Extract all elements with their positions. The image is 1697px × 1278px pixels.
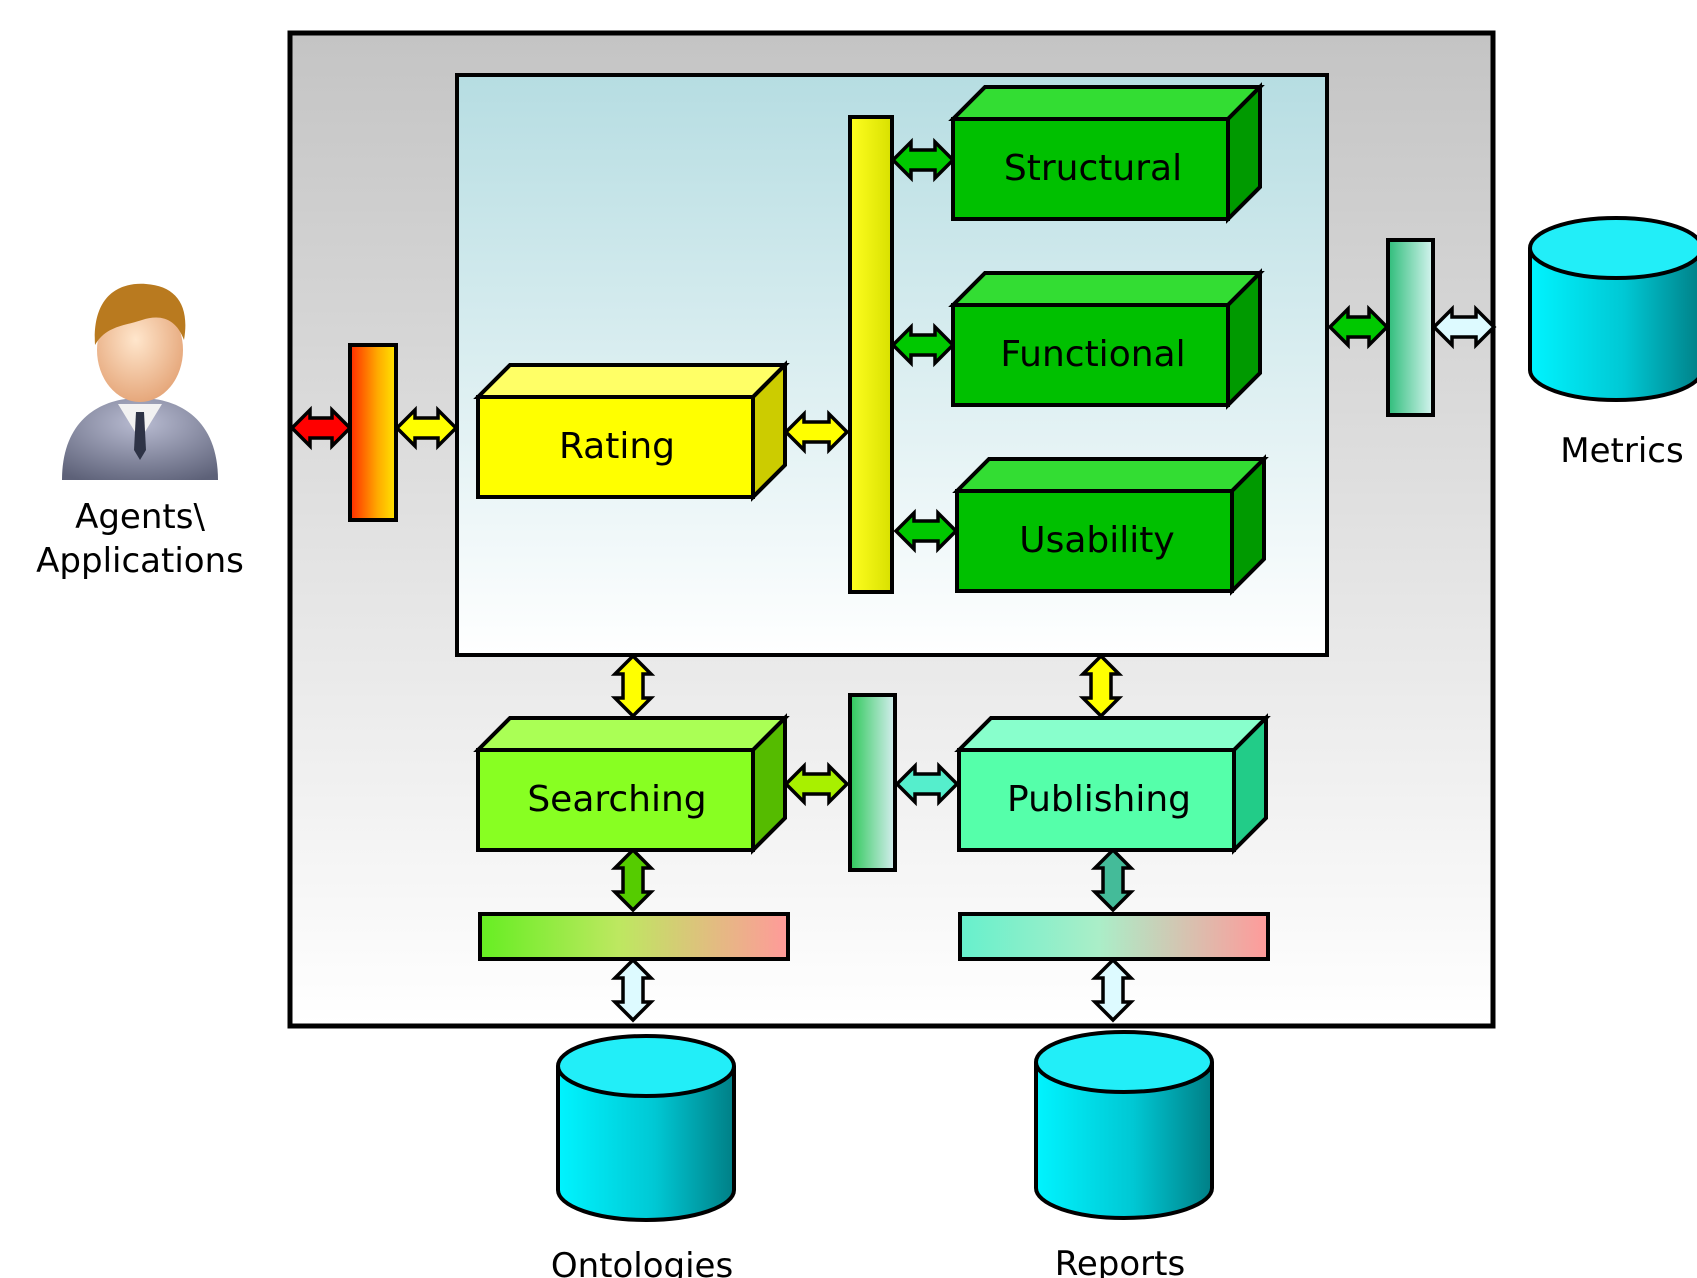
publishing-to-adapter-arrow (1090, 847, 1136, 913)
report-adapter-bar (958, 912, 1270, 961)
searching-label: Searching (527, 779, 706, 820)
search-publish-bus-bar (848, 693, 897, 872)
adapter-to-ontologies-arrow (610, 957, 656, 1023)
structural-block: Structural (948, 82, 1265, 224)
functional-label: Functional (1000, 334, 1185, 375)
agent-interface-bar (348, 343, 398, 522)
metrics-database-icon (1528, 216, 1697, 402)
publishing-block: Publishing (954, 713, 1271, 855)
usability-block: Usability (952, 454, 1269, 596)
metrics-bar-to-db-arrow (1431, 304, 1497, 350)
structural-label: Structural (1004, 148, 1182, 189)
ontology-adapter-bar (478, 912, 790, 961)
rating-to-bus-arrow (783, 409, 850, 455)
searching-to-adapter-arrow (610, 847, 656, 913)
applications-label: Applications (36, 541, 244, 581)
reports-database-icon (1034, 1030, 1214, 1220)
searching-to-bus-arrow (783, 761, 850, 807)
metrics-label: Metrics (1560, 431, 1683, 471)
bar-to-rating-arrow (394, 405, 459, 451)
usability-label: Usability (1019, 520, 1174, 561)
publishing-label: Publishing (1007, 779, 1191, 820)
adapter-to-reports-arrow (1090, 957, 1136, 1023)
agents-label: Agents\ (75, 497, 205, 537)
metrics-interface-bar (1386, 238, 1435, 417)
functional-block: Functional (948, 268, 1265, 410)
ontologies-database-icon (556, 1034, 736, 1222)
searching-block: Searching (473, 713, 790, 855)
user-person-icon (62, 283, 218, 480)
reports-label: Reports (1055, 1244, 1185, 1278)
ontologies-label: Ontologies (551, 1246, 733, 1278)
rating-label: Rating (559, 426, 675, 467)
evaluator-bus-bar (848, 115, 894, 594)
rating-block: Rating (473, 360, 790, 502)
